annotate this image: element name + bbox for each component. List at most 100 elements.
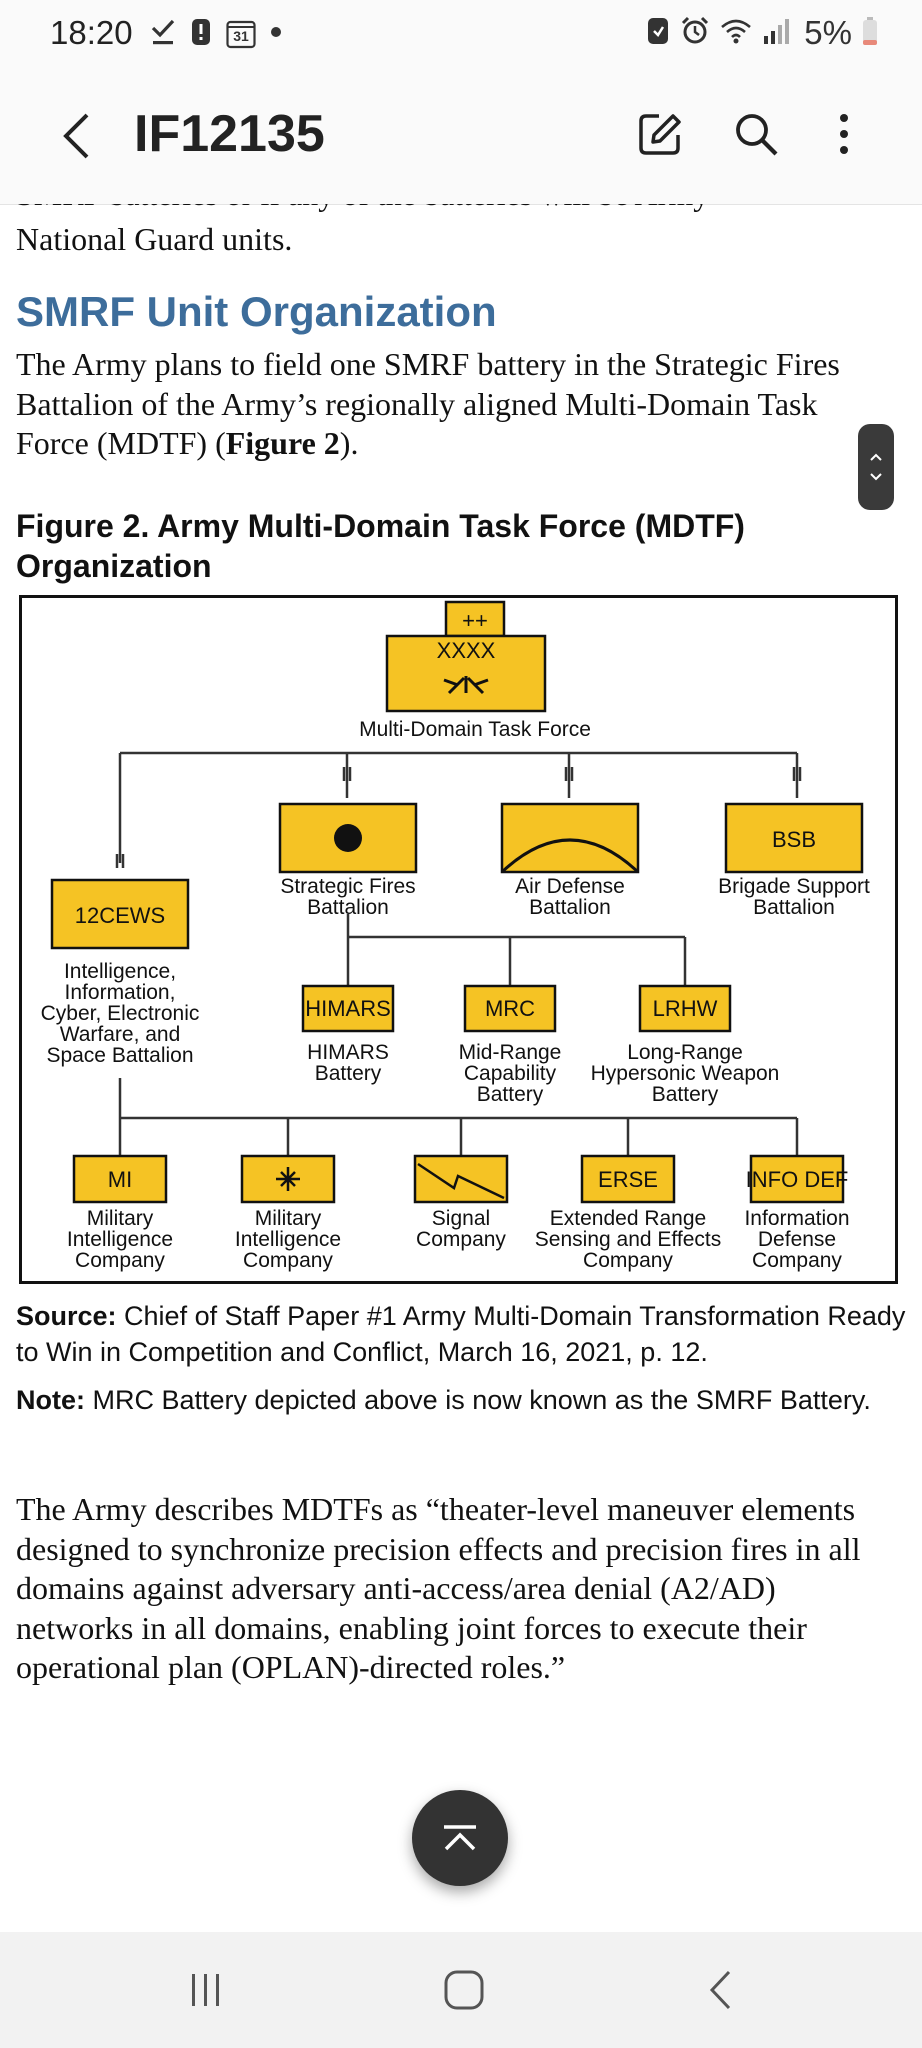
- calendar-icon: 31: [226, 19, 256, 49]
- scroll-handle[interactable]: [858, 424, 894, 510]
- company-2-label-line-3: Company: [243, 1249, 333, 1272]
- company-1-label-line-2: Intelligence: [67, 1228, 173, 1251]
- strategic-fires-symbol: [334, 824, 362, 852]
- search-button[interactable]: [728, 106, 784, 162]
- battalion-air-defense-label-line-2: Battalion: [529, 896, 611, 919]
- company-1-label-line-3: Company: [75, 1249, 165, 1272]
- paragraph-1-end: ).: [339, 425, 359, 461]
- save-icon: [646, 16, 670, 51]
- note-text: MRC Battery depicted above is now known …: [92, 1385, 871, 1415]
- edit-icon: [639, 114, 681, 155]
- status-time: 18:20: [50, 14, 133, 51]
- alarm-icon: [680, 16, 710, 51]
- mdtf-symbol-stroke-5: [473, 678, 489, 687]
- company-4-code: ERSE: [598, 1167, 658, 1192]
- company-5-code: INFO DEF: [746, 1167, 849, 1192]
- company-1-code: MI: [108, 1167, 132, 1192]
- battery-mrc-label-line-2: Capability: [464, 1062, 557, 1085]
- mdtf-modifier-text: ++: [462, 608, 488, 633]
- back-nav-icon: [709, 1970, 731, 2010]
- system-nav-bar: [0, 1932, 922, 2048]
- battery-mrc-box: [463, 984, 557, 1033]
- back-nav-button[interactable]: [690, 1962, 750, 2018]
- battalion-bsb-box: [724, 802, 864, 874]
- battalion-strategic-fires-label-line-2: Battalion: [307, 896, 389, 919]
- battalion-bsb-code: BSB: [772, 827, 816, 852]
- battery-himars-label-line-1: HIMARS: [307, 1041, 389, 1064]
- battery-percent: 5%: [804, 14, 852, 51]
- mdtf-symbol-stroke-4: [443, 678, 459, 687]
- recents-icon: [192, 1974, 219, 2006]
- back-button[interactable]: [54, 108, 98, 164]
- battalion-12cews-label-line-5: Space Battalion: [46, 1044, 193, 1067]
- battery-lrhw-code: LRHW: [653, 996, 718, 1021]
- battalion-air-defense-label-line-1: Air Defense: [515, 875, 625, 898]
- paragraph-2: The Army describes MDTFs as “theater-lev…: [16, 1491, 861, 1685]
- section-heading: SMRF Unit Organization: [16, 288, 497, 335]
- company-2-box: [240, 1154, 336, 1204]
- company-5-label-line-1: Information: [744, 1207, 849, 1230]
- dot-icon: [270, 25, 282, 43]
- battalion-air-defense-box: [500, 802, 640, 874]
- home-button[interactable]: [434, 1962, 494, 2018]
- company-3-label-line-2: Company: [416, 1228, 506, 1251]
- source-label: Source:: [16, 1301, 117, 1331]
- figure-title: Figure 2. Army Multi-Domain Task Force (…: [16, 508, 745, 584]
- company-5-label-line-3: Company: [752, 1249, 842, 1272]
- battery-mrc-label-line-3: Battery: [477, 1083, 544, 1106]
- note-label: Note:: [16, 1385, 85, 1415]
- battery-lrhw-label-line-2: Hypersonic Weapon: [591, 1062, 780, 1085]
- figure-reference[interactable]: Figure 2: [225, 425, 340, 461]
- air-defense-symbol: [500, 838, 640, 874]
- figure-note: Note: MRC Battery depicted above is now …: [16, 1382, 906, 1418]
- edit-button[interactable]: [632, 106, 688, 162]
- back-icon: [63, 113, 89, 159]
- battery-mrc-code: MRC: [485, 996, 535, 1021]
- battalion-12cews-label-line-4: Warfare, and: [60, 1023, 181, 1046]
- search-icon: [736, 114, 778, 156]
- battalion-bsb-label-line-1: Brigade Support: [718, 875, 870, 898]
- recents-button[interactable]: [176, 1962, 236, 2018]
- chevron-up-icon: [870, 453, 882, 461]
- mi-company-symbol: [276, 1167, 300, 1191]
- battalion-12cews-box: [50, 878, 190, 950]
- home-icon: [444, 1970, 484, 2010]
- battalion-12cews-code: 12CEWS: [75, 903, 165, 928]
- company-3-box: [413, 1154, 509, 1204]
- battery-lrhw-label-line-1: Long-Range: [627, 1041, 743, 1064]
- more-options-button[interactable]: [816, 106, 872, 162]
- company-4-label-line-2: Sensing and Effects: [535, 1228, 721, 1251]
- mdtf-echelon: XXXX: [437, 638, 496, 663]
- document-title: IF12135: [134, 105, 325, 163]
- signal-company-symbol: [417, 1162, 505, 1200]
- paragraph-1: The Army plans to field one SMRF battery…: [16, 345, 896, 464]
- battery-mrc-label-line-1: Mid-Range: [459, 1041, 562, 1064]
- company-5-label-line-2: Defense: [758, 1228, 836, 1251]
- company-5-box: [749, 1154, 845, 1204]
- battery-himars-label-line-2: Battery: [315, 1062, 382, 1085]
- scroll-to-top-button[interactable]: [412, 1790, 508, 1886]
- check-download-icon: [150, 17, 176, 52]
- cut-off-line: SMRF batteries or if any of the batterie…: [16, 204, 709, 213]
- alert-icon: [190, 17, 212, 52]
- battery-himars-code: HIMARS: [305, 996, 391, 1021]
- mdtf-unit-box: [385, 634, 547, 713]
- battery-lrhw-label-line-3: Battery: [652, 1083, 719, 1106]
- company-4-box: [580, 1154, 676, 1204]
- battery-himars-box: [301, 984, 395, 1033]
- battery-icon: [862, 16, 878, 51]
- battalion-12cews-label-line-1: Intelligence,: [64, 960, 176, 983]
- chevron-down-icon: [870, 473, 882, 481]
- figure-source: Source: Chief of Staff Paper #1 Army Mul…: [16, 1298, 906, 1370]
- wifi-icon: [720, 17, 752, 50]
- source-text: Chief of Staff Paper #1 Army Multi-Domai…: [16, 1301, 906, 1367]
- scroll-top-icon: [444, 1825, 476, 1851]
- battalion-bsb-label-line-2: Battalion: [753, 896, 835, 919]
- company-3-label-line-1: Signal: [432, 1207, 490, 1230]
- signal-icon: [762, 16, 790, 51]
- more-icon: [840, 114, 848, 154]
- document-content[interactable]: SMRF batteries or if any of the batterie…: [0, 204, 922, 1932]
- paragraph-1-text: The Army plans to field one SMRF battery…: [16, 346, 840, 461]
